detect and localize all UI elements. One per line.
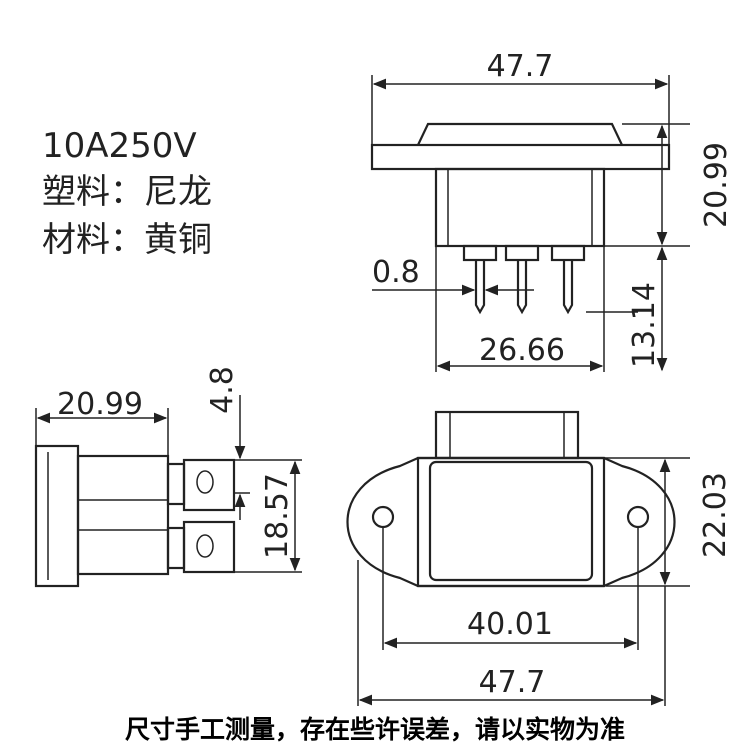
dim-top-height: 20.99: [699, 142, 734, 228]
dim-pin-span: 26.66: [479, 333, 565, 368]
footer-note: 尺寸手工测量，存在些许误差，请以实物为准: [125, 715, 625, 744]
front-view: 22.03 40.01 47.7: [346, 410, 733, 706]
dim-hole-spacing: 40.01: [467, 607, 553, 642]
front-top-tab: [434, 410, 580, 460]
spec-block: 10A250V 塑料：尼龙 材料：黄铜: [42, 126, 212, 260]
front-outline: [346, 456, 676, 588]
front-housing: [416, 456, 606, 588]
dim-side-height: 18.57: [260, 473, 295, 559]
dim-top-width: 47.7: [487, 49, 554, 84]
side-body: [76, 454, 170, 576]
dim-pin-length: 13.14: [627, 282, 662, 368]
rating-label: 10A250V: [42, 126, 197, 166]
dim-side-depth: 20.99: [57, 387, 143, 422]
top-body: [434, 167, 606, 248]
dim-pin-thickness: 0.8: [372, 255, 420, 290]
side-terminal-top: [182, 458, 236, 512]
dim-front-width: 47.7: [479, 665, 546, 700]
dim-front-height: 22.03: [698, 472, 733, 558]
top-pins: [462, 244, 586, 315]
right-mount-hole: [626, 505, 650, 529]
top-flange: [370, 143, 671, 171]
left-mount-hole: [371, 505, 395, 529]
top-view: 47.7 20.99 13.14 0.8 26.66: [370, 49, 734, 372]
side-terminal-bottom: [182, 520, 236, 574]
material-label: 材料：黄铜: [42, 220, 212, 260]
side-flange: [34, 444, 80, 588]
dim-side-offset: 4.8: [205, 366, 240, 414]
side-view: 20.99 4.8 18.57: [34, 366, 302, 588]
plastic-label: 塑料：尼龙: [42, 172, 212, 212]
top-raised: [417, 122, 623, 146]
front-socket: [428, 460, 594, 582]
